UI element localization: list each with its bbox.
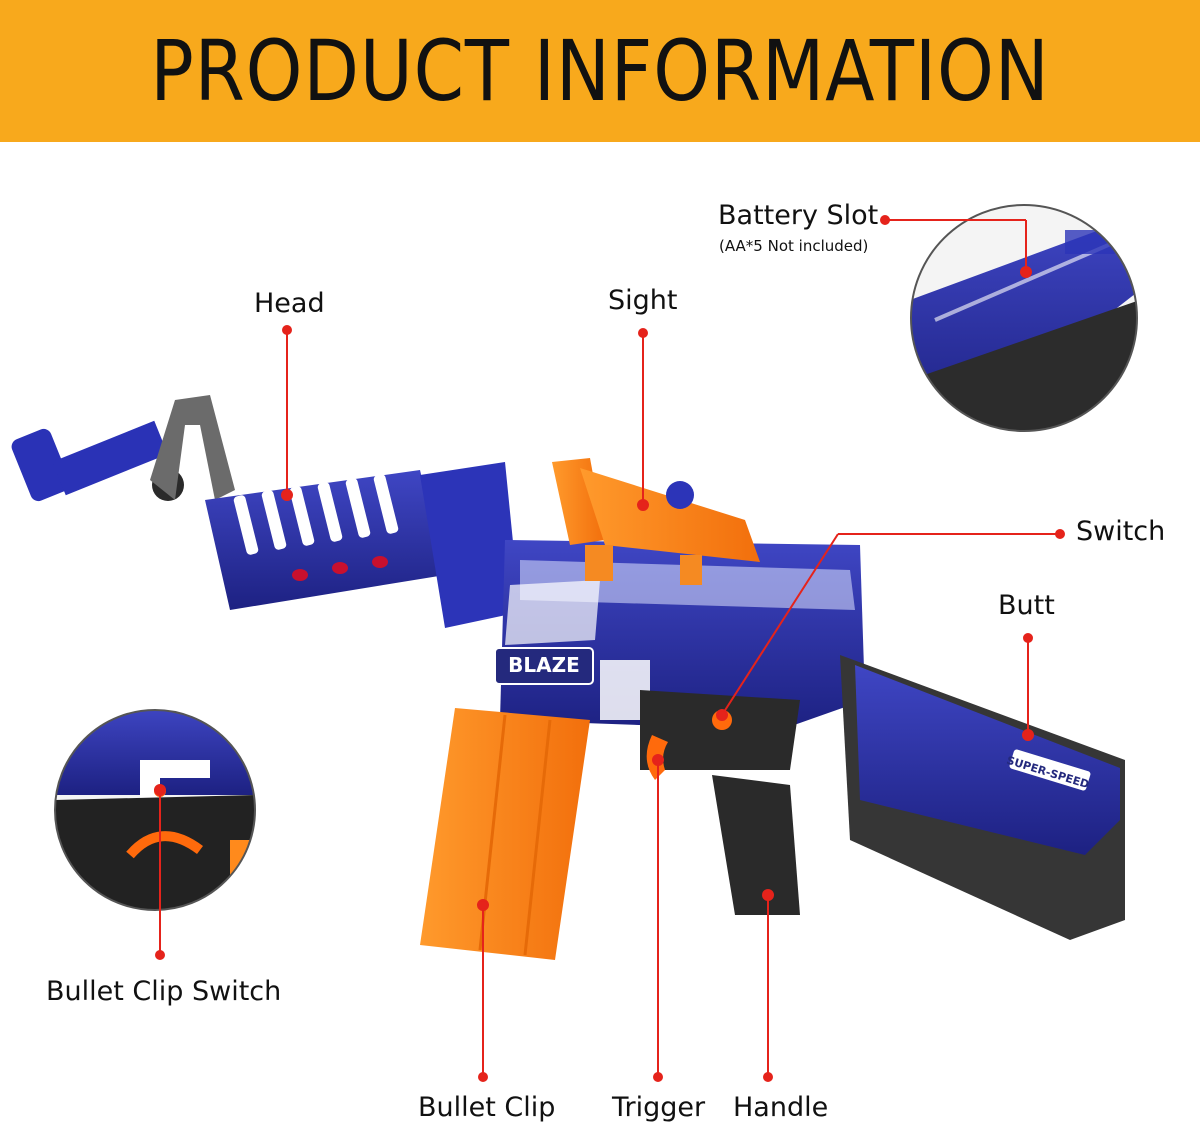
label-bullet-clip: Bullet Clip <box>418 1092 556 1123</box>
label-battery-slot: Battery Slot <box>718 200 879 231</box>
label-switch: Switch <box>1076 516 1166 547</box>
label-sight: Sight <box>608 285 678 316</box>
callouts <box>154 215 1065 1082</box>
stock: SUPER-SPEED <box>840 655 1125 940</box>
label-handle: Handle <box>733 1092 829 1123</box>
brand-logo-text: BLAZE <box>508 653 580 677</box>
header-banner: PRODUCT INFORMATION <box>0 0 1200 142</box>
front-sight-post <box>150 395 235 500</box>
drum-housing <box>420 462 520 628</box>
handguard <box>205 470 445 610</box>
pistol-grip <box>712 775 800 915</box>
battery-slot-inset <box>910 204 1138 432</box>
receiver: BLAZE <box>494 540 865 770</box>
magazine <box>420 708 590 960</box>
label-battery-note: (AA*5 Not included) <box>719 237 869 255</box>
label-butt: Butt <box>998 590 1055 621</box>
bullet-clip-switch-inset <box>54 709 256 911</box>
label-trigger: Trigger <box>612 1092 706 1123</box>
blaster-body: BLAZE <box>11 395 1125 960</box>
label-head: Head <box>254 288 325 319</box>
scope <box>552 458 760 585</box>
label-bullet-clip-switch: Bullet Clip Switch <box>46 976 282 1007</box>
page-title: PRODUCT INFORMATION <box>150 22 1050 120</box>
